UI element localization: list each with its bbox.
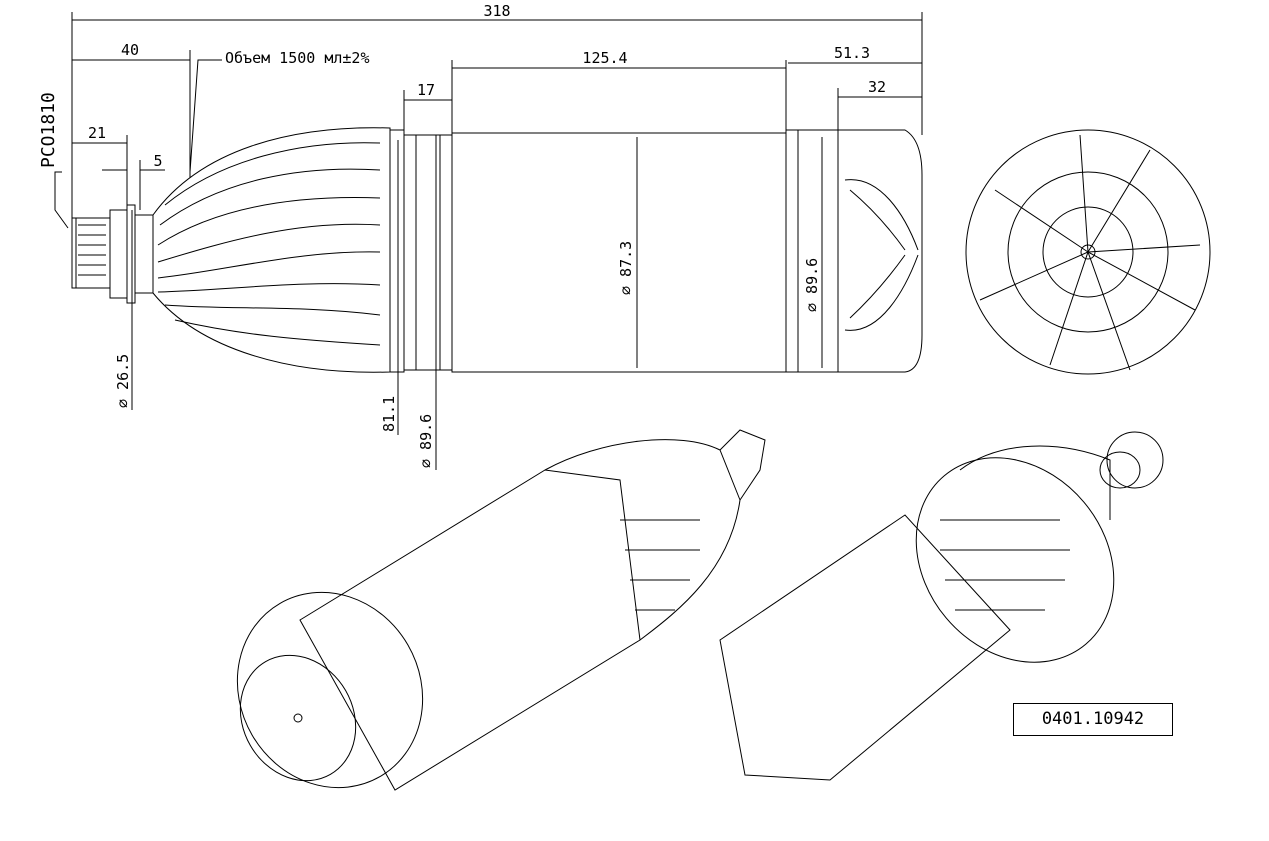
dim-neck-length: 21 xyxy=(88,124,106,142)
dimension-lines xyxy=(54,19,922,470)
extension-lines xyxy=(71,12,923,220)
dim-label-panel-length: 125.4 xyxy=(582,49,627,67)
dim-foot-length: 32 xyxy=(868,78,886,96)
bottle-isometric-view-1 xyxy=(236,429,766,791)
dim-neck-diameter: ⌀ 26.5 xyxy=(114,354,132,408)
dim-label-diameter: ⌀ 87.3 xyxy=(617,241,635,295)
dim-overall-length: 318 xyxy=(483,2,510,20)
dim-neck-to-shoulder: 40 xyxy=(121,41,139,59)
dim-collar: 5 xyxy=(153,152,162,170)
bottle-side-view xyxy=(71,127,923,373)
part-number-box: 0401.10942 xyxy=(1013,703,1173,736)
dim-ring-width: 17 xyxy=(417,81,435,99)
bottle-isometric-view-2 xyxy=(719,431,1164,781)
volume-note: Объем 1500 мл±2% xyxy=(225,49,370,67)
dim-base-length: 51.3 xyxy=(834,44,870,62)
dim-base-diameter: ⌀ 89.6 xyxy=(803,258,821,312)
dim-ring-groove-diameter: 81.1 xyxy=(380,396,398,432)
bottle-base-end-view xyxy=(965,129,1211,375)
finish-code: PCO1810 xyxy=(38,92,59,168)
dim-shoulder-diameter: ⌀ 89.6 xyxy=(417,414,435,468)
